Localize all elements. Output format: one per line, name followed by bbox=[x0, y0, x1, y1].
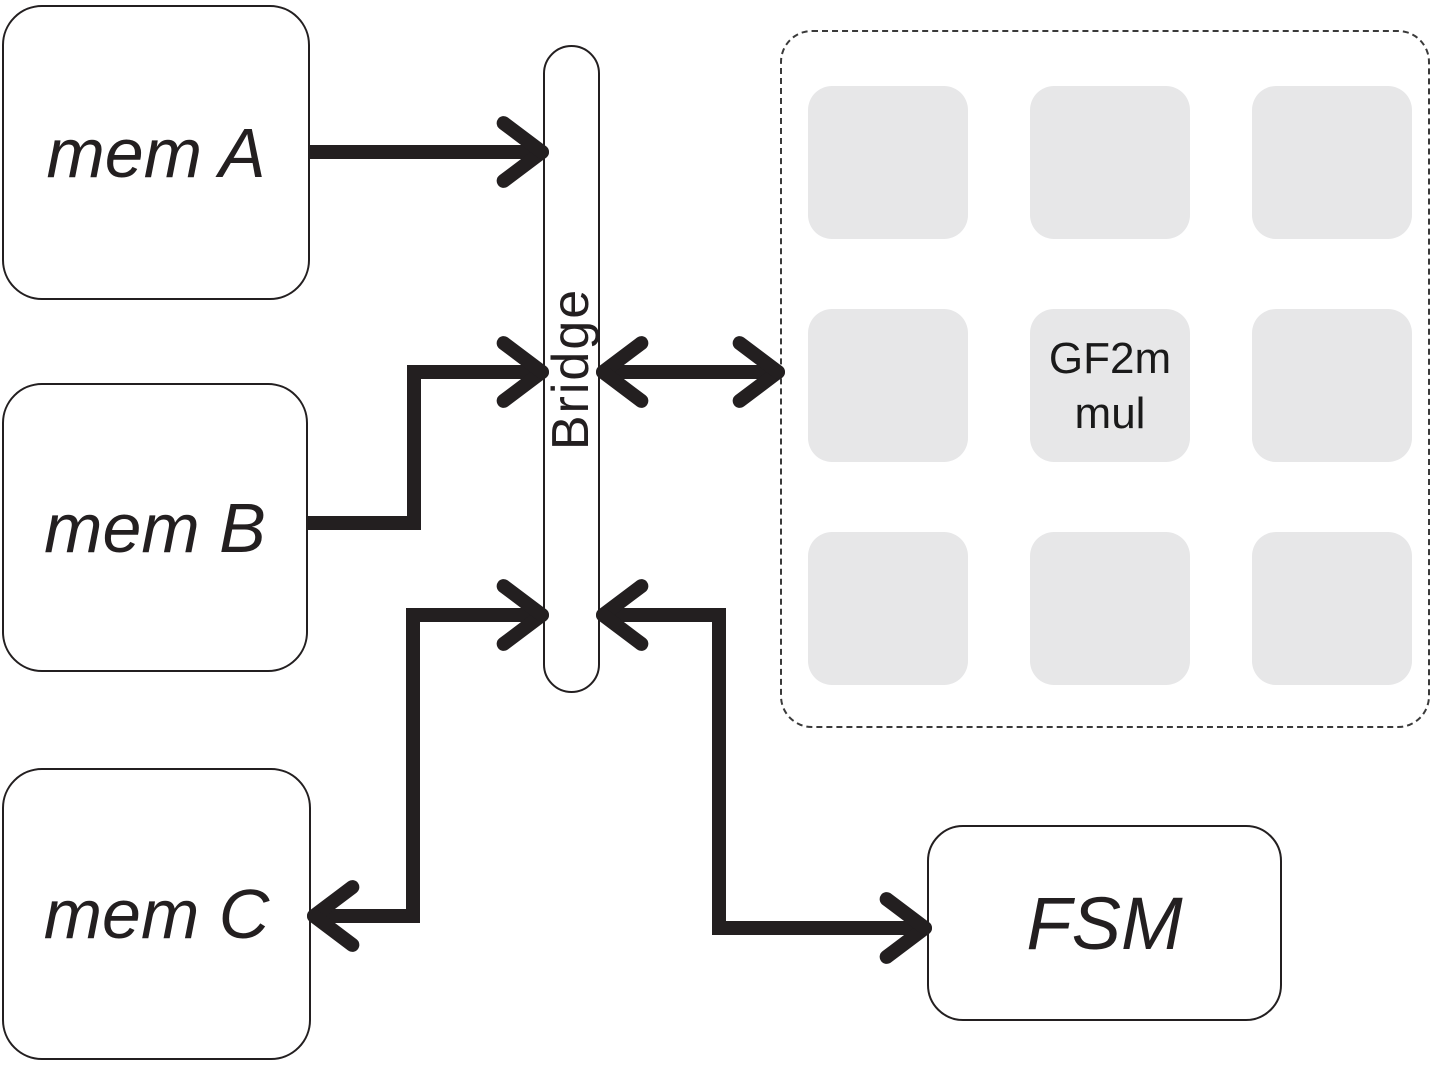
fsm-box: FSM bbox=[927, 825, 1282, 1021]
pe-cell bbox=[1252, 532, 1412, 685]
mem-b-box: mem B bbox=[2, 383, 308, 672]
gf2m-mul-label-line2: mul bbox=[1074, 388, 1146, 438]
pe-cell bbox=[808, 309, 968, 462]
pe-cell bbox=[1252, 309, 1412, 462]
mem-a-box: mem A bbox=[2, 5, 310, 300]
bridge-box: Bridge bbox=[542, 45, 601, 693]
pe-cell-gf2m-mul: GF2m mul bbox=[1030, 309, 1190, 462]
pe-cell bbox=[1252, 86, 1412, 239]
bridge-pe-array-bidirectional-arrow bbox=[596, 336, 785, 408]
mem-a-to-bridge-arrow bbox=[310, 116, 549, 188]
mem-c-box: mem C bbox=[2, 768, 311, 1060]
mem-b-label: mem B bbox=[44, 488, 266, 567]
pe-cell bbox=[1030, 86, 1190, 239]
fsm-label: FSM bbox=[1026, 881, 1183, 965]
pe-cell bbox=[808, 532, 968, 685]
mem-b-to-bridge-arrow bbox=[308, 336, 549, 530]
pe-array-container: GF2m mul bbox=[780, 30, 1430, 728]
bridge-mem-c-bidirectional-arrow bbox=[307, 579, 549, 952]
mem-a-label: mem A bbox=[46, 113, 266, 192]
mem-c-label: mem C bbox=[43, 875, 270, 953]
bridge-label: Bridge bbox=[542, 287, 601, 451]
pe-cell bbox=[808, 86, 968, 239]
pe-cell bbox=[1030, 532, 1190, 685]
gf2m-mul-label-line1: GF2m bbox=[1048, 333, 1172, 383]
